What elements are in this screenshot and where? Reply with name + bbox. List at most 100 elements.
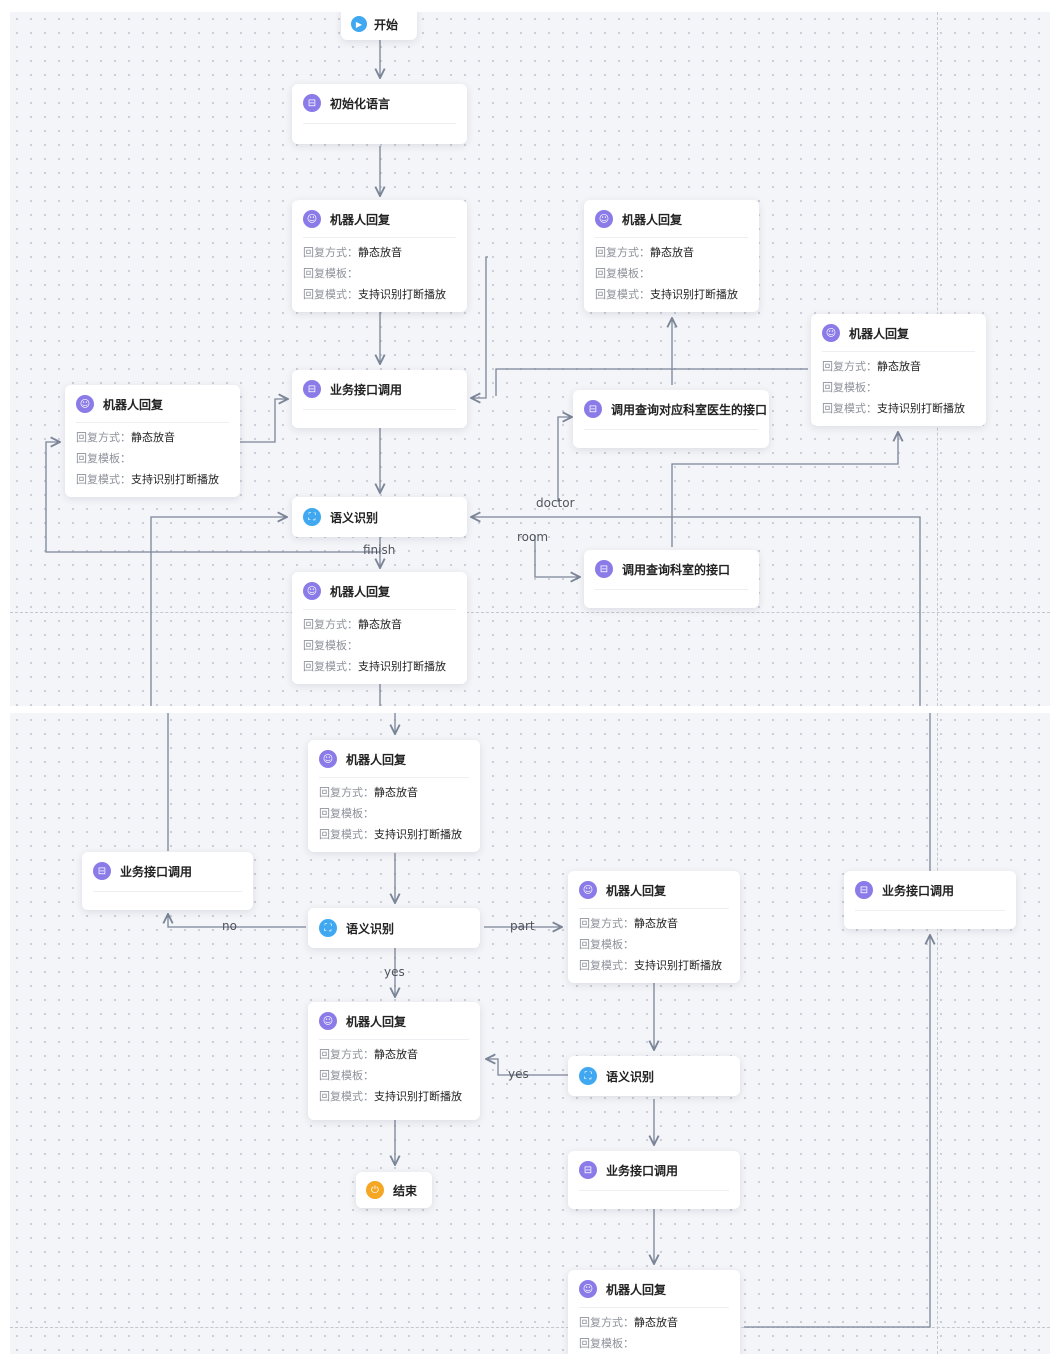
edge-label-finish: finish — [363, 543, 396, 557]
api-call-node-3[interactable]: ⊟业务接口调用 — [844, 871, 1016, 929]
scan-icon: ⛶ — [303, 508, 321, 526]
reply-template-key: 回复模板： — [579, 938, 634, 951]
reply-mode-value: 支持识别打断播放 — [358, 660, 446, 673]
edge-label-room: room — [517, 530, 549, 544]
edge-label-yes-1: yes — [384, 965, 405, 979]
node-title: 结束 — [393, 1183, 418, 1198]
reply-mode-key: 回复模式： — [76, 473, 131, 486]
node-title: 调用查询对应科室医生的接口 — [611, 402, 768, 417]
page-break-line — [10, 612, 1050, 613]
reply-template-key: 回复模板： — [76, 452, 131, 465]
edge-robot3-api — [495, 368, 808, 396]
nlu-node-1[interactable]: ⛶语义识别 — [292, 497, 467, 537]
edge-robot-api-right — [744, 935, 930, 1328]
node-title: 业务接口调用 — [120, 864, 193, 879]
edge-nlu-no-api — [168, 914, 306, 928]
robot-reply-node-9[interactable]: ☺机器人回复 回复方式：静态放音 回复模板： — [568, 1270, 740, 1354]
reply-method-key: 回复方式： — [76, 431, 131, 444]
robot-reply-node-2[interactable]: ☺机器人回复 回复方式：静态放音 回复模板： 回复模式：支持识别打断播放 — [584, 200, 759, 312]
reply-mode-value: 支持识别打断播放 — [374, 1090, 462, 1103]
reply-method-value: 静态放音 — [131, 431, 175, 444]
edges-top — [45, 40, 921, 706]
robot-reply-node-7[interactable]: ☺机器人回复 回复方式：静态放音 回复模板： 回复模式：支持识别打断播放 — [568, 871, 740, 983]
node-title: 语义识别 — [346, 921, 395, 936]
node-title: 机器人回复 — [330, 584, 391, 599]
start-node[interactable]: ▶ 开始 — [341, 12, 417, 40]
edge-label-no: no — [222, 919, 237, 933]
reply-template-key: 回复模板： — [303, 267, 358, 280]
edge-nlu-doctor — [557, 417, 572, 502]
reply-mode-key: 回复模式： — [595, 288, 650, 301]
robot-reply-node-6[interactable]: ☺机器人回复 回复方式：静态放音 回复模板： 回复模式：支持识别打断播放 — [308, 740, 480, 852]
reply-method-key: 回复方式： — [579, 1316, 634, 1329]
robot-icon: ☺ — [579, 881, 597, 899]
api-doctor-node[interactable]: ⊟ 调用查询对应科室医生的接口 — [573, 390, 769, 448]
reply-mode-key: 回复模式： — [319, 828, 374, 841]
reply-method-value: 静态放音 — [634, 917, 678, 930]
api-icon: ⊟ — [584, 400, 602, 418]
edge-label-doctor: doctor — [536, 496, 575, 510]
reply-method-value: 静态放音 — [634, 1316, 678, 1329]
reply-method-key: 回复方式： — [319, 786, 374, 799]
page-break-line — [10, 1327, 1050, 1328]
end-node[interactable]: ⏻结束 — [356, 1172, 432, 1208]
edge-finish-leftrobot — [45, 442, 380, 553]
canvas-bottom[interactable]: ☺机器人回复 回复方式：静态放音 回复模板： 回复模式：支持识别打断播放 ⊟业务… — [10, 713, 1050, 1354]
api-room-node[interactable]: ⊟调用查询科室的接口 — [584, 550, 759, 608]
api-call-node-4[interactable]: ⊟ 业务接口调用 — [568, 1151, 740, 1209]
robot-reply-node-1[interactable]: ☺机器人回复 回复方式：静态放音 回复模板： 回复模式：支持识别打断播放 — [292, 200, 467, 312]
node-title: 机器人回复 — [103, 397, 164, 412]
edge-room-robot3 — [671, 432, 898, 547]
reply-mode-value: 支持识别打断播放 — [877, 402, 965, 415]
node-title: 初始化语言 — [330, 96, 391, 111]
node-title: 语义识别 — [606, 1069, 655, 1084]
robot-icon: ☺ — [303, 582, 321, 600]
reply-method-key: 回复方式： — [595, 246, 650, 259]
edge-label-yes-2: yes — [508, 1067, 529, 1081]
nlu-node-2[interactable]: ⛶ 语义识别 — [308, 908, 480, 948]
robot-icon: ☺ — [579, 1280, 597, 1298]
reply-method-key: 回复方式： — [319, 1048, 374, 1061]
node-title: 机器人回复 — [849, 326, 910, 341]
reply-method-key: 回复方式： — [822, 360, 877, 373]
robot-reply-node-8[interactable]: ☺机器人回复 回复方式：静态放音 回复模板： 回复模式：支持识别打断播放 — [308, 1002, 480, 1120]
reply-mode-key: 回复模式： — [303, 288, 358, 301]
edge-robot2-api — [471, 256, 488, 398]
reply-method-key: 回复方式： — [579, 917, 634, 930]
reply-mode-key: 回复模式： — [579, 959, 634, 972]
api-icon: ⊟ — [303, 94, 321, 112]
reply-mode-key: 回复模式： — [319, 1090, 374, 1103]
reply-mode-key: 回复模式： — [822, 402, 877, 415]
reply-method-value: 静态放音 — [650, 246, 694, 259]
reply-method-value: 静态放音 — [358, 246, 402, 259]
init-language-node[interactable]: ⊟ 初始化语言 — [292, 84, 467, 144]
robot-reply-node-4[interactable]: ☺ 机器人回复 回复方式：静态放音 回复模板： 回复模式：支持识别打断播放 — [65, 385, 240, 497]
api-call-node-1[interactable]: ⊟业务接口调用 — [292, 370, 467, 428]
nlu-node-3[interactable]: ⛶ 语义识别 — [568, 1056, 740, 1096]
api-icon: ⊟ — [93, 862, 111, 880]
node-title: 业务接口调用 — [606, 1163, 679, 1178]
api-icon: ⊟ — [595, 560, 613, 578]
robot-icon: ☺ — [303, 210, 321, 228]
edge-nlu-room — [534, 535, 580, 577]
reply-template-key: 回复模板： — [319, 807, 374, 820]
edge-nlu2-yes-robot — [486, 1059, 568, 1076]
robot-icon: ☺ — [76, 395, 94, 413]
api-call-node-2[interactable]: ⊟ 业务接口调用 — [82, 852, 253, 910]
api-icon: ⊟ — [579, 1161, 597, 1179]
canvas-top[interactable]: ▶ 开始 ⊟初始化语言 ☺机器人回复 回复方式：静态放音 回复模板： 回复模式：… — [10, 12, 1050, 706]
node-title: 业务接口调用 — [882, 883, 955, 898]
robot-reply-node-3[interactable]: ☺机器人回复 回复方式：静态放音 回复模板： 回复模式：支持识别打断播放 — [811, 314, 986, 426]
reply-mode-value: 支持识别打断播放 — [131, 473, 219, 486]
robot-reply-node-5[interactable]: ☺机器人回复 回复方式：静态放音 回复模板： 回复模式：支持识别打断播放 — [292, 572, 467, 684]
node-title: 机器人回复 — [346, 752, 407, 767]
scan-icon: ⛶ — [579, 1067, 597, 1085]
scan-icon: ⛶ — [319, 919, 337, 937]
reply-template-key: 回复模板： — [579, 1337, 634, 1350]
reply-method-key: 回复方式： — [303, 246, 358, 259]
reply-template-key: 回复模板： — [822, 381, 877, 394]
play-icon: ▶ — [351, 16, 367, 32]
edge-loop-left — [150, 517, 287, 706]
robot-icon: ☺ — [822, 324, 840, 342]
robot-icon: ☺ — [595, 210, 613, 228]
